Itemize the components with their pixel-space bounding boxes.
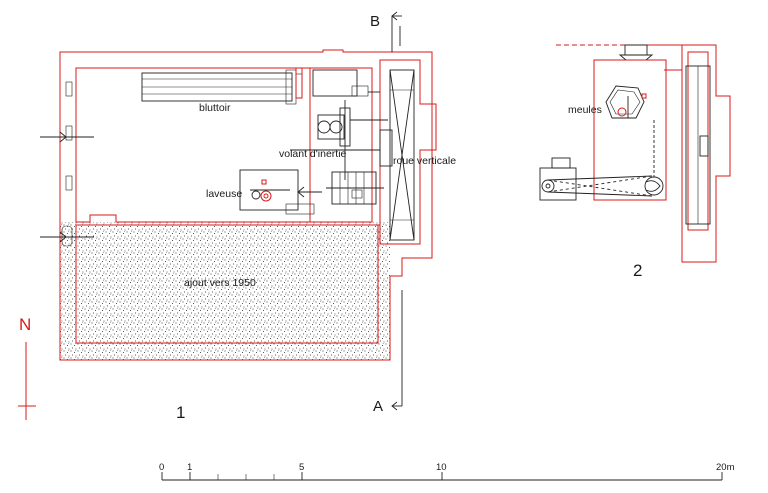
scale-tick-0: 0 (159, 462, 164, 473)
scale-tick-1: 1 (187, 462, 192, 473)
label-section-b: B (370, 13, 380, 30)
label-north: N (19, 315, 31, 334)
label-roue-verticale: roue verticale (393, 155, 456, 167)
belt-drive (539, 120, 664, 201)
plan-2: meules 2 (539, 44, 731, 280)
wheel-pit-wall (379, 59, 437, 245)
scale-tick-20m: 20m (716, 462, 735, 473)
laveuse-machine (239, 169, 322, 215)
bluttoir-machine (141, 67, 303, 105)
label-ajout-1950: ajout vers 1950 (184, 277, 256, 289)
annex-stipple (60, 222, 390, 360)
gearing-assembly (290, 67, 388, 223)
label-plan-1: 1 (176, 403, 185, 422)
roue-verticale (379, 69, 415, 241)
section-line-ab (391, 11, 403, 411)
entry-arrows (40, 131, 94, 243)
label-bluttoir: bluttoir (199, 102, 231, 114)
scale-bar: 0 1 5 10 20m (159, 462, 735, 481)
label-section-a: A (373, 398, 383, 415)
north-arrow (18, 342, 36, 420)
scale-tick-10: 10 (436, 462, 447, 473)
outer-wall (59, 49, 433, 361)
label-volant-inertie: volant d'inertie (279, 148, 347, 160)
label-laveuse: laveuse (206, 188, 242, 200)
label-plan-2: 2 (633, 261, 642, 280)
meules-assembly (605, 85, 647, 119)
label-meules: meules (568, 104, 602, 116)
west-buttresses (61, 81, 73, 247)
annex-inner-wall (75, 224, 379, 344)
plan-1: bluttoir volant d'inertie roue verticale… (18, 11, 456, 422)
scale-tick-5: 5 (299, 462, 304, 473)
